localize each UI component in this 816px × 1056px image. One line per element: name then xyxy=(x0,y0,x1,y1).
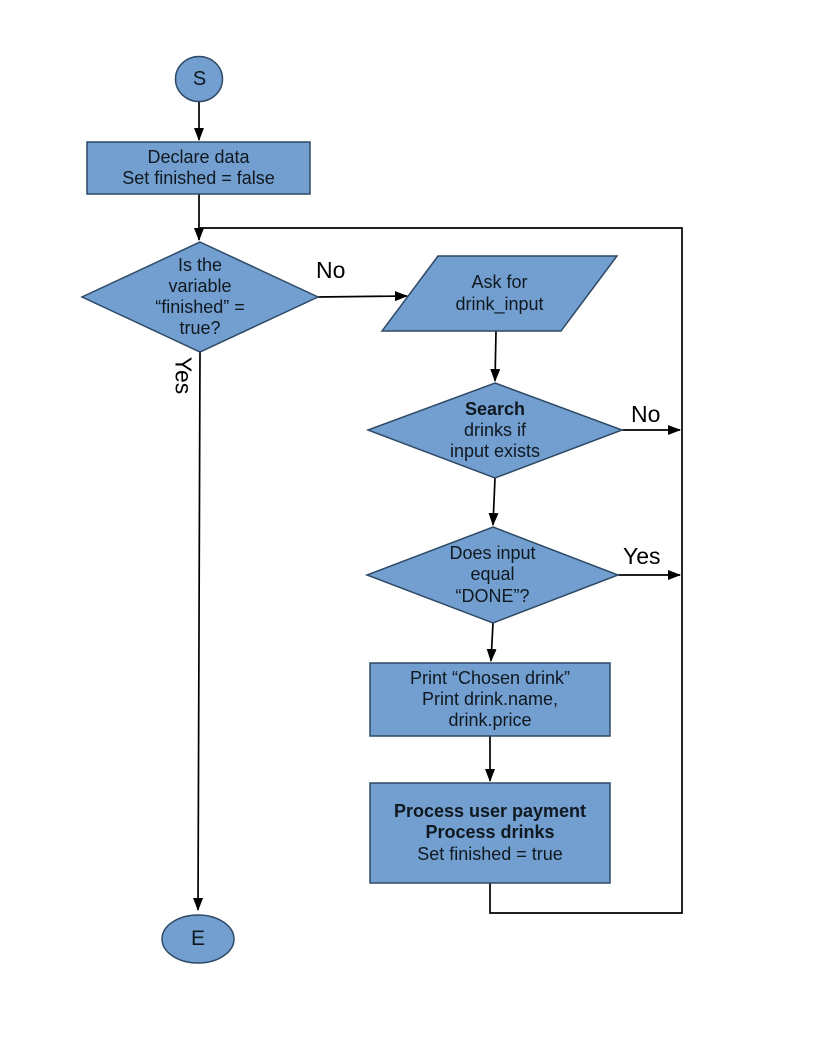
edge-done-to-print xyxy=(486,622,497,662)
edge-ask-to-search xyxy=(490,330,501,382)
done-check-diamond-shape xyxy=(364,526,621,624)
process-payment-shape xyxy=(369,782,611,884)
declare-data-shape xyxy=(86,141,311,195)
start-terminal-shape xyxy=(174,55,224,103)
edge-finished-yes-to-end xyxy=(193,351,204,911)
finished-check-diamond-shape xyxy=(80,241,320,353)
edge-finished-no-to-ask xyxy=(317,291,408,302)
ask-for-input-parallelogram-shape xyxy=(380,255,619,332)
end-terminal-shape xyxy=(161,914,235,964)
edge-search-to-done-check xyxy=(488,477,499,526)
edge-loop-back xyxy=(200,227,683,914)
search-drinks-diamond-shape xyxy=(365,382,625,479)
print-drink-shape xyxy=(369,662,611,737)
